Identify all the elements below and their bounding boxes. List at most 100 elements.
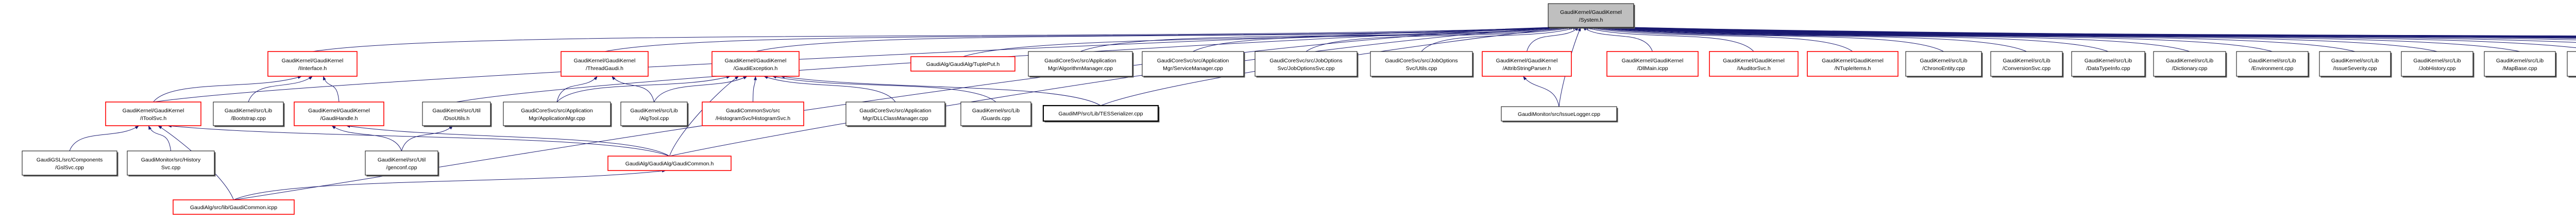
node-mapbase-cpp[interactable]: GaudiKernel/src/Lib/MapBase.cpp	[2484, 52, 2557, 78]
node-label-line1: GaudiKernel/GaudiKernel	[1723, 58, 1785, 64]
node-issuelogger-cpp[interactable]: GaudiMonitor/src/IssueLogger.cpp	[1501, 107, 1618, 123]
node-servicemanager-cpp[interactable]: GaudiCoreSvc/src/ApplicationMgr/ServiceM…	[1142, 52, 1245, 78]
node-gslsvc-cpp[interactable]: GaudiGSL/src/Components/GslSvc.cpp	[22, 151, 118, 177]
node-jobhistory-cpp[interactable]: GaudiKernel/src/Lib/JobHistory.cpp	[2401, 52, 2475, 78]
graph-edge-histogramsvc-h-to-gaudiexception-h	[753, 76, 756, 102]
node-label-line1: GaudiCoreSvc/src/JobOptions	[1385, 58, 1458, 64]
node-box	[702, 102, 804, 126]
node-moduleinfo-cpp[interactable]: GaudiKernel/src/Lib/ModuleInfo.cpp	[2567, 52, 2576, 78]
graph-edge-itoolsvc-h-to-iinterface-h	[154, 76, 302, 102]
node-label-line2: Mgr/ServiceManager.cpp	[1163, 65, 1223, 72]
node-environment-cpp[interactable]: GaudiKernel/src/Lib/Environment.cpp	[2236, 52, 2310, 78]
node-label-line1: GaudiKernel/src/Lib	[2248, 58, 2296, 64]
node-label-line2: /Guards.cpp	[981, 115, 1010, 122]
node-box	[561, 52, 648, 76]
node-label-line2: /JobHistory.cpp	[2419, 65, 2456, 72]
node-itoolsvc-h[interactable]: GaudiKernel/GaudiKernel/IToolSvc.h	[106, 102, 201, 126]
node-gaudicommon-h[interactable]: GaudiAlg/GaudiAlg/GaudiCommon.h	[608, 156, 731, 171]
node-box	[422, 102, 490, 126]
node-box	[503, 102, 611, 126]
node-joboptions-utils-cpp[interactable]: GaudiCoreSvc/src/JobOptionsSvc/Utils.cpp	[1370, 52, 1474, 78]
node-label-line2: /DsoUtils.h	[444, 115, 470, 122]
node-system-h[interactable]: GaudiKernel/GaudiKernel/System.h	[1548, 4, 1635, 29]
node-histogramsvc-h[interactable]: GaudiCommonSvc/src/HistogramSvc/Histogra…	[702, 102, 804, 126]
node-tupleput-h[interactable]: GaudiAlg/GaudiAlg/TuplePut.h	[911, 57, 1015, 71]
node-dsoutils-h[interactable]: GaudiKernel/src/Util/DsoUtils.h	[422, 102, 492, 127]
node-label-line2: Svc/JobOptionsSvc.cpp	[1278, 65, 1335, 72]
node-gaudicommon-icpp[interactable]: GaudiAlg/src/lib/GaudiCommon.icpp	[173, 200, 294, 214]
node-gaudiexception-h[interactable]: GaudiKernel/GaudiKernel/GaudiException.h	[712, 52, 799, 76]
node-box	[268, 52, 357, 76]
node-label-line2: /GslSvc.cpp	[55, 165, 84, 171]
graph-edge-guards-cpp-to-gaudiexception-h	[772, 76, 996, 102]
node-label-line2: /IssueSeverity.cpp	[2333, 65, 2377, 72]
node-bootstrap-cpp[interactable]: GaudiKernel/src/Lib/Bootstrap.cpp	[213, 102, 285, 127]
node-iinterface-h[interactable]: GaudiKernel/GaudiKernel/IInterface.h	[268, 52, 357, 76]
node-genconf-cpp[interactable]: GaudiKernel/src/Util/genconf.cpp	[365, 151, 439, 177]
node-box	[106, 102, 201, 126]
node-label-line2: /DataTypeInfo.cpp	[2086, 65, 2130, 72]
node-label-line1: GaudiKernel/GaudiKernel	[725, 58, 787, 64]
node-conversionsvc-cpp[interactable]: GaudiKernel/src/Lib/ConversionSvc.cpp	[1991, 52, 2064, 78]
node-label-line2: /Environment.cpp	[2251, 65, 2294, 72]
node-dictionary-cpp[interactable]: GaudiKernel/src/Lib/Dictionary.cpp	[2154, 52, 2227, 78]
node-label-line2: /System.h	[1579, 17, 1603, 23]
graph-edge-issuelogger-cpp-to-attribstringparser-h	[1523, 76, 1560, 107]
node-tesserializer-cpp[interactable]: GaudiMP/src/Lib/TESSerializer.cpp	[1043, 106, 1160, 123]
node-label-line2: /Dictionary.cpp	[2172, 65, 2208, 72]
node-label-line2: Svc/Utils.cpp	[1406, 65, 1437, 72]
node-box	[621, 102, 687, 126]
graph-edge-gaudicommon-icpp-to-gaudicommon-h	[234, 171, 666, 200]
node-box	[1906, 52, 1981, 76]
node-label-line2: /ChronoEntity.cpp	[1922, 65, 1965, 72]
node-attribstringparser-h[interactable]: GaudiKernel/GaudiKernel/AttribStringPars…	[1482, 52, 1571, 76]
node-label-line1: GaudiKernel/GaudiKernel	[123, 108, 184, 114]
node-box	[2154, 52, 2226, 76]
node-dllmain-icpp[interactable]: GaudiKernel/GaudiKernel/DllMain.icpp	[1607, 52, 1698, 76]
node-label-line2: Svc.cpp	[161, 165, 181, 171]
node-gaudihandle-h[interactable]: GaudiKernel/GaudiKernel/GaudiHandle.h	[294, 102, 384, 126]
node-iauditorsvc-h[interactable]: GaudiKernel/GaudiKernel/IAuditorSvc.h	[1709, 52, 1798, 76]
graph-edge-genconf-cpp-to-gaudihandle-h	[332, 126, 402, 151]
node-label: GaudiMonitor/src/IssueLogger.cpp	[1518, 111, 1600, 117]
node-label-line1: GaudiKernel/GaudiKernel	[574, 58, 636, 64]
node-dllclassmanager-cpp[interactable]: GaudiCoreSvc/src/ApplicationMgr/DLLClass…	[846, 102, 946, 127]
node-label-line2: /MapBase.cpp	[2502, 65, 2537, 72]
node-guards-cpp[interactable]: GaudiKernel/src/Lib/Guards.cpp	[961, 102, 1032, 127]
node-label-line2: /IToolSvc.h	[140, 115, 167, 122]
node-datatypeinfo-cpp[interactable]: GaudiKernel/src/Lib/DataTypeInfo.cpp	[2072, 52, 2146, 78]
node-ntupleitems-h[interactable]: GaudiKernel/GaudiKernel/NTupleItems.h	[1807, 52, 1898, 76]
node-label-line2: /GaudiHandle.h	[320, 115, 358, 122]
graph-edge-historysvc-cpp-to-itoolsvc-h	[148, 126, 171, 151]
node-label-line2: /AlgTool.cpp	[639, 115, 669, 122]
graph-edge-gaudihandle-h-to-iinterface-h	[324, 76, 340, 102]
node-threadgaudi-h[interactable]: GaudiKernel/GaudiKernel/ThreadGaudi.h	[561, 52, 648, 76]
node-box	[2236, 52, 2308, 76]
node-algtool-cpp[interactable]: GaudiKernel/src/Lib/AlgTool.cpp	[621, 102, 689, 127]
node-chronoentity-cpp[interactable]: GaudiKernel/src/Lib/ChronoEntity.cpp	[1906, 52, 1983, 78]
graph-edge-iinterface-h-to-system-h	[313, 27, 1556, 52]
node-label: GaudiAlg/GaudiAlg/TuplePut.h	[926, 61, 1000, 67]
node-joboptionssvc-cpp[interactable]: GaudiCoreSvc/src/JobOptionsSvc/JobOption…	[1255, 52, 1359, 78]
node-label-line1: GaudiKernel/src/Lib	[630, 108, 677, 114]
node-label-line1: GaudiKernel/src/Lib	[2003, 58, 2050, 64]
node-algorithmmanager-cpp[interactable]: GaudiCoreSvc/src/ApplicationMgr/Algorith…	[1028, 52, 1134, 78]
node-label-line1: GaudiKernel/GaudiKernel	[1622, 58, 1684, 64]
node-box	[2401, 52, 2473, 76]
graph-edge-genconf-cpp-to-dsoutils-h	[402, 126, 453, 151]
node-box	[22, 151, 117, 175]
node-label-line1: GaudiKernel/src/Lib	[2166, 58, 2213, 64]
node-issueseverity-cpp[interactable]: GaudiKernel/src/Lib/IssueSeverity.cpp	[2319, 52, 2392, 78]
node-applicationmgr-cpp[interactable]: GaudiCoreSvc/src/ApplicationMgr/Applicat…	[503, 102, 612, 127]
graph-edge-algtool-cpp-to-threadgaudi-h	[612, 76, 654, 102]
node-label-line2: /HistogramSvc/HistogramSvc.h	[716, 115, 790, 122]
node-label: GaudiMP/src/Lib/TESSerializer.cpp	[1059, 111, 1143, 117]
graph-edge-gslsvc-cpp-to-itoolsvc-h	[70, 126, 139, 151]
node-box	[294, 102, 384, 126]
node-label-line2: /AttribStringParser.h	[1503, 65, 1551, 72]
node-box	[961, 102, 1031, 126]
node-label-line2: /Bootstrap.cpp	[231, 115, 266, 122]
